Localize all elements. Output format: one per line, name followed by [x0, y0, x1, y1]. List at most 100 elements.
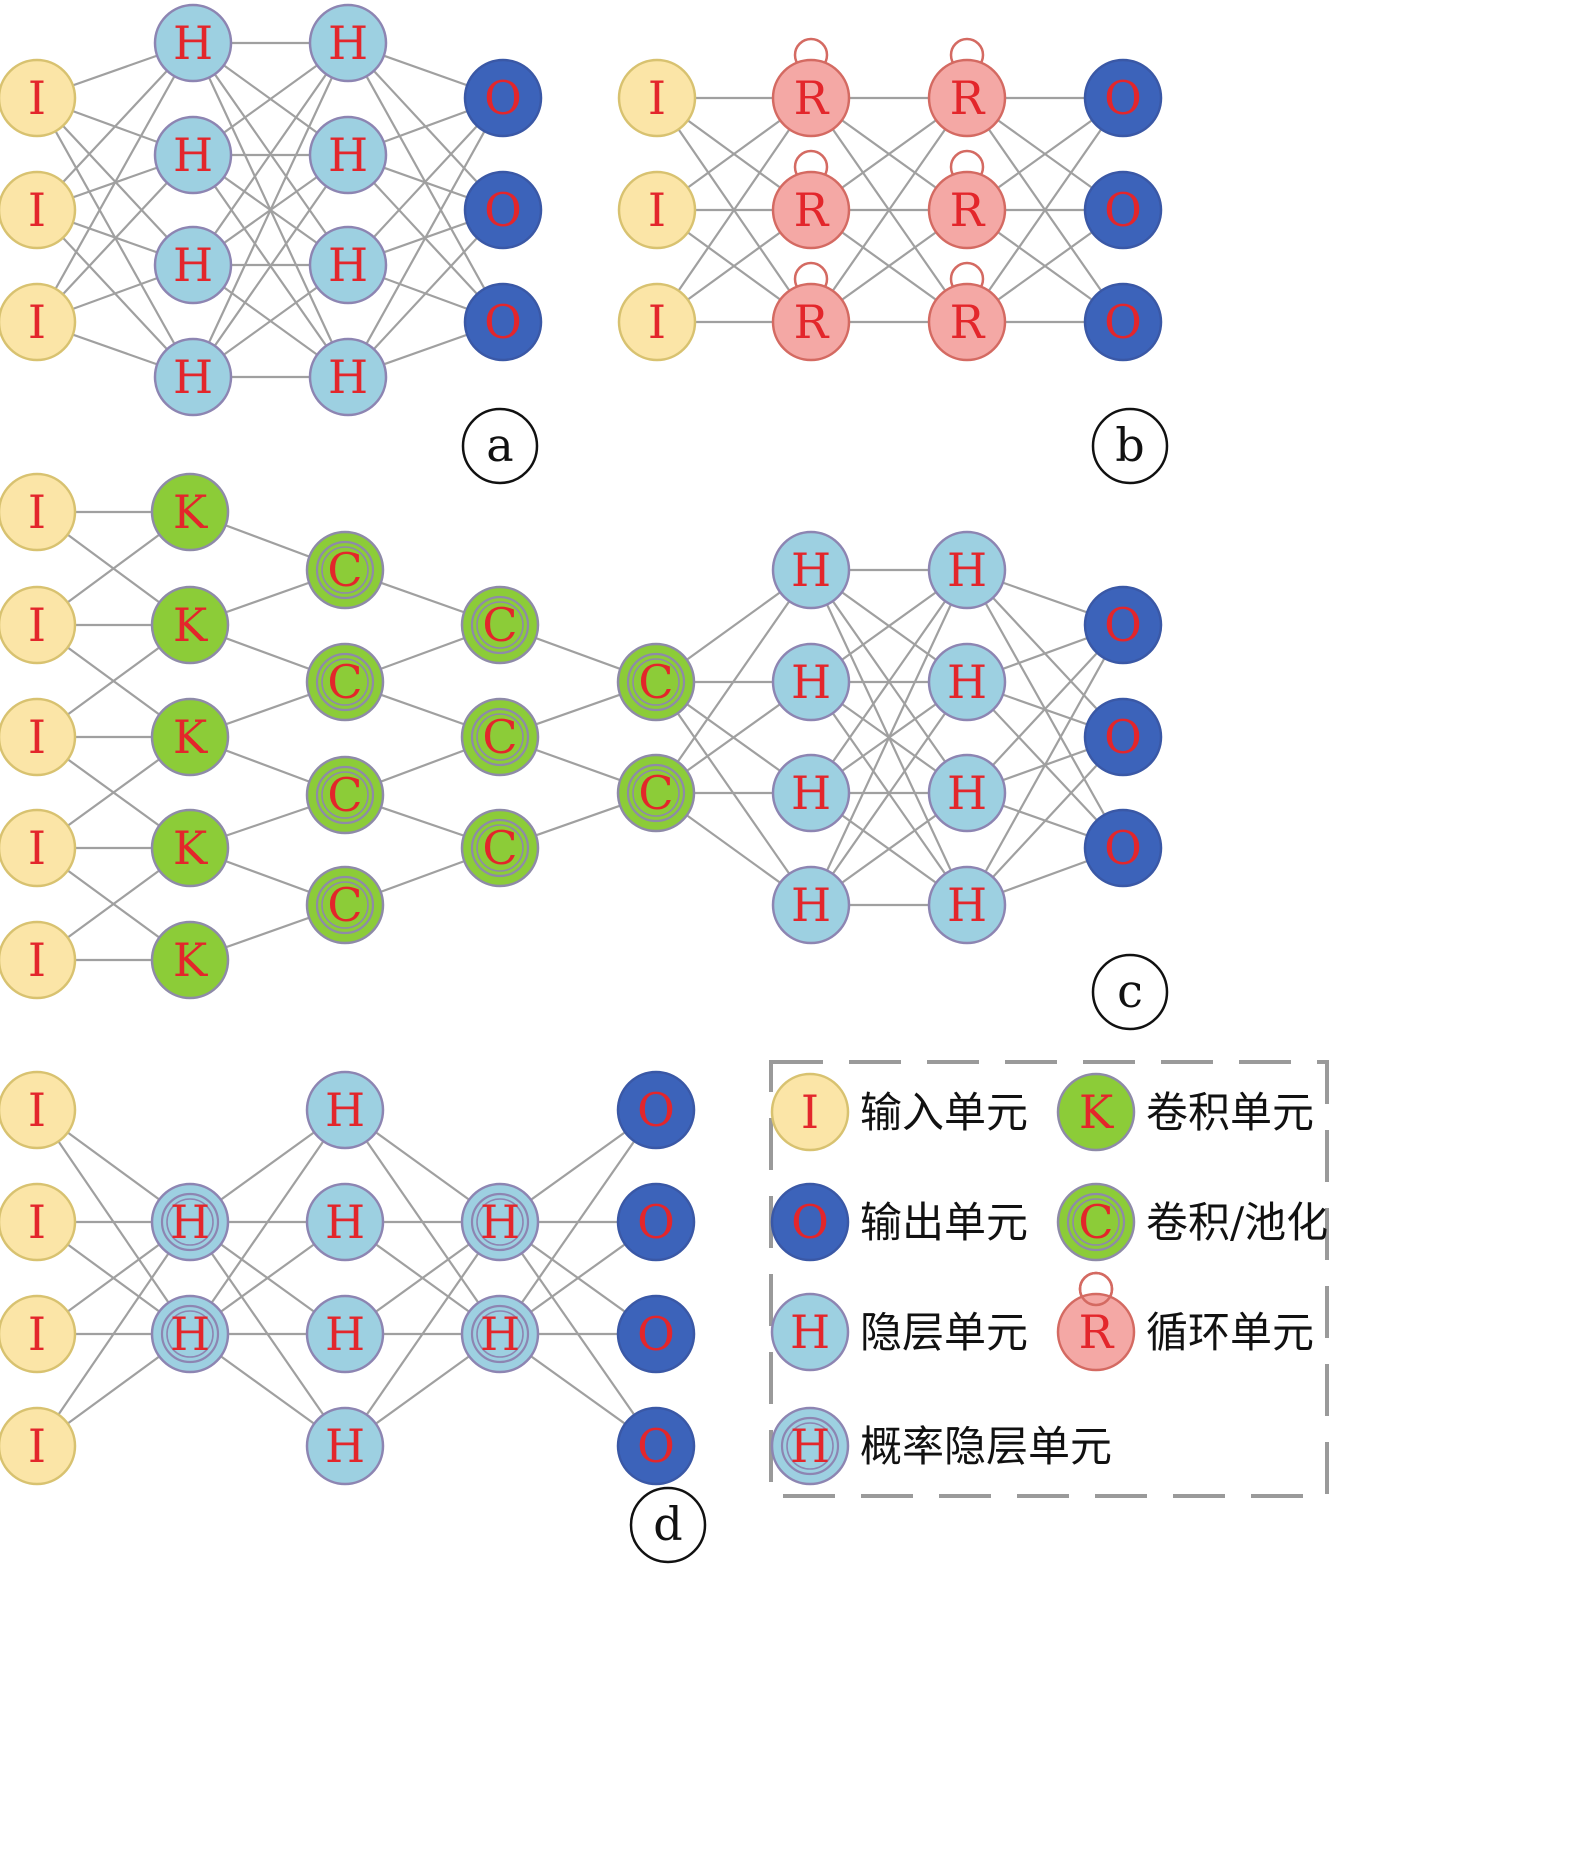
kernel-unit: K — [150, 472, 230, 552]
unit-letter: K — [173, 485, 209, 539]
kernel-unit: K — [150, 808, 230, 888]
unit-letter: H — [328, 238, 368, 292]
conv-pool-unit: C — [460, 585, 540, 665]
legend-label: 隐层单元 — [860, 1308, 1028, 1357]
conv-pool-unit: C — [616, 642, 696, 722]
recurrent-unit: R — [771, 282, 851, 362]
hidden-unit: H — [305, 1294, 385, 1374]
svg-text:a: a — [486, 418, 513, 472]
unit-letter: K — [173, 598, 209, 652]
conv-pool-unit: C — [460, 808, 540, 888]
unit-letter: I — [28, 183, 46, 237]
hidden-unit: H — [308, 225, 388, 305]
legend-border — [769, 1060, 1329, 1498]
output-unit: O — [1083, 585, 1163, 665]
unit-letter: H — [791, 878, 831, 932]
input-unit: I — [0, 1294, 77, 1374]
unit-letter: I — [648, 71, 666, 125]
connection — [192, 42, 349, 378]
unit-letter: H — [947, 766, 987, 820]
unit-letter: O — [1104, 295, 1142, 349]
input-unit: I — [617, 170, 697, 250]
unit-letter: C — [327, 878, 362, 932]
panel-label-d: d — [629, 1486, 707, 1564]
unit-letter: R — [1079, 1305, 1115, 1359]
unit-letter: H — [173, 350, 213, 404]
svg-text:d: d — [653, 1497, 682, 1551]
legend-item-conv-pool-unit: C 卷积/池化 — [1056, 1182, 1328, 1262]
conv-pool-unit: C — [305, 865, 385, 945]
input-unit: I — [0, 472, 77, 552]
svg-text:c: c — [1117, 964, 1143, 1018]
input-unit: I — [617, 282, 697, 362]
hidden-unit: H — [153, 3, 233, 83]
probabilistic-hidden-unit: H — [770, 1406, 850, 1486]
unit-letter: H — [790, 1419, 830, 1473]
output-unit: O — [1083, 282, 1163, 362]
input-unit: I — [0, 282, 77, 362]
input-unit: I — [0, 697, 77, 777]
hidden-unit: H — [308, 115, 388, 195]
output-unit: O — [463, 170, 543, 250]
unit-letter: H — [170, 1195, 210, 1249]
connection — [499, 1109, 657, 1335]
hidden-unit: H — [927, 530, 1007, 610]
unit-letter: H — [791, 766, 831, 820]
unit-letter: I — [28, 933, 46, 987]
unit-letter: O — [484, 71, 522, 125]
unit-letter: K — [173, 933, 209, 987]
hidden-unit: H — [927, 642, 1007, 722]
unit-letter: C — [1078, 1195, 1113, 1249]
panel-label-c: c — [1091, 953, 1169, 1031]
output-unit: O — [616, 1406, 696, 1486]
unit-letter: O — [1104, 183, 1142, 237]
output-unit: O — [616, 1070, 696, 1150]
unit-letter: I — [28, 1307, 46, 1361]
unit-letter: H — [947, 655, 987, 709]
unit-letter: C — [482, 598, 517, 652]
unit-letter: O — [1104, 821, 1142, 875]
legend-label: 输入单元 — [860, 1088, 1028, 1137]
unit-letter: H — [325, 1083, 365, 1137]
connection — [189, 1109, 346, 1335]
unit-letter: H — [173, 16, 213, 70]
unit-letter: C — [327, 768, 362, 822]
unit-letter: R — [794, 183, 830, 237]
unit-letter: O — [637, 1195, 675, 1249]
unit-letter: H — [480, 1195, 520, 1249]
unit-letter: O — [637, 1083, 675, 1137]
hidden-unit: H — [153, 337, 233, 417]
legend-label: 卷积/池化 — [1146, 1198, 1328, 1247]
input-unit: I — [0, 808, 77, 888]
svg-text:b: b — [1115, 418, 1144, 472]
input-unit: I — [0, 58, 77, 138]
unit-letter: H — [325, 1419, 365, 1473]
unit-letter: O — [484, 295, 522, 349]
unit-letter: R — [794, 71, 830, 125]
kernel-unit: K — [150, 697, 230, 777]
kernel-unit: K — [1056, 1072, 1136, 1152]
connection — [344, 1221, 501, 1447]
connection — [810, 569, 968, 794]
unit-letter: K — [1079, 1085, 1115, 1139]
input-unit: I — [0, 920, 77, 1000]
input-unit: I — [0, 1070, 77, 1150]
unit-letter: I — [648, 295, 666, 349]
connection — [966, 97, 1124, 323]
unit-letter: H — [325, 1307, 365, 1361]
unit-letter: I — [28, 71, 46, 125]
unit-letter: C — [638, 655, 673, 709]
unit-letter: H — [173, 238, 213, 292]
unit-letter: H — [480, 1307, 520, 1361]
unit-letter: R — [950, 295, 986, 349]
connection — [36, 1221, 191, 1447]
unit-letter: I — [28, 485, 46, 539]
output-unit: O — [1083, 170, 1163, 250]
unit-letter: R — [950, 183, 986, 237]
probabilistic-hidden-unit: H — [460, 1294, 540, 1374]
unit-letter: O — [1104, 598, 1142, 652]
unit-letter: K — [173, 821, 209, 875]
